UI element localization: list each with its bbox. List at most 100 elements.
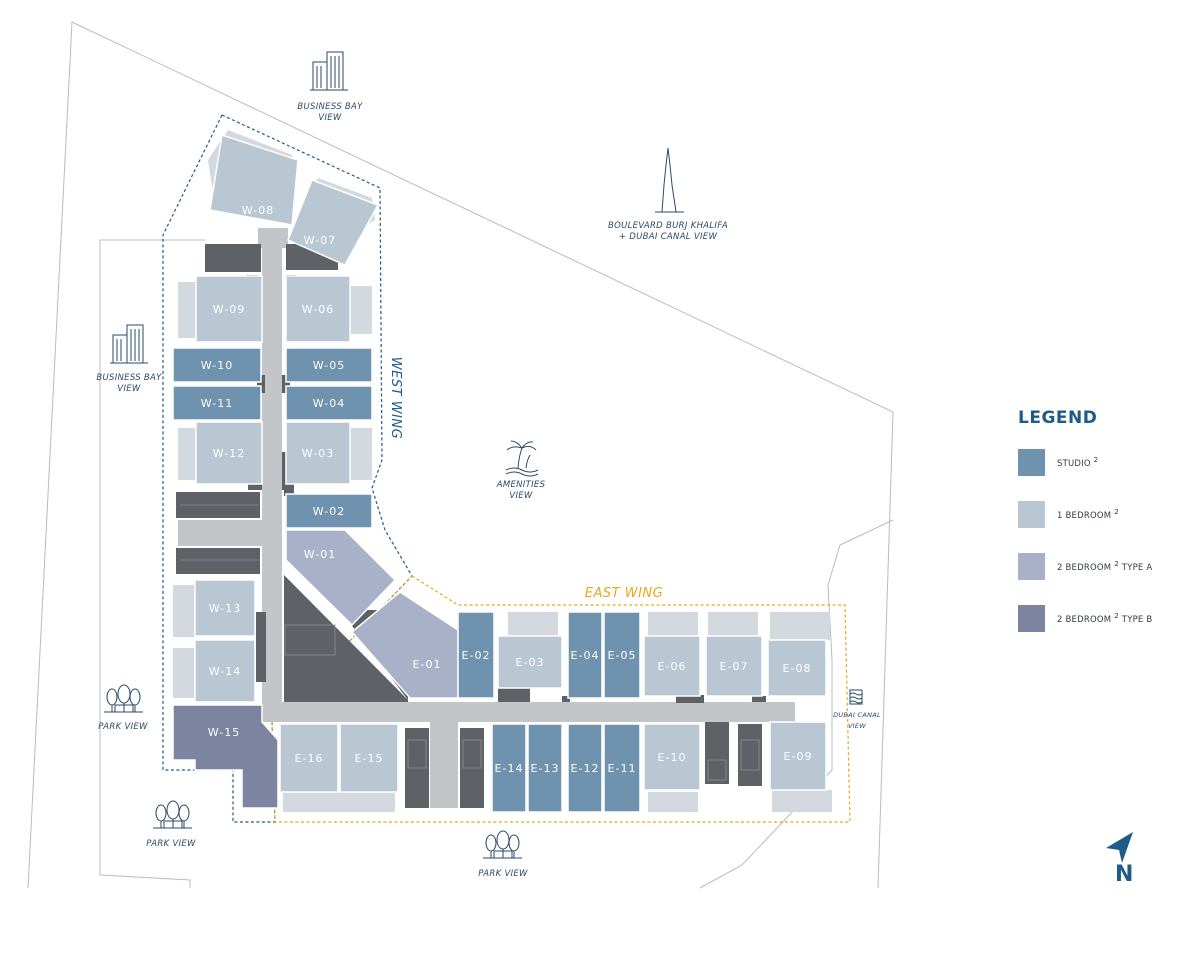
building-icon (310, 51, 348, 91)
unit-label: E-16 (295, 752, 324, 765)
unit-w-09[interactable] (195, 275, 263, 343)
corridors (178, 228, 795, 808)
unit-e-03[interactable] (497, 635, 563, 689)
west-wing-outline (162, 114, 413, 823)
view-label-park-bottom: PARK VIEW (478, 869, 528, 879)
unit-e-07[interactable] (705, 635, 763, 697)
view-label-business-bay-top: BUSINESS BAY (297, 102, 363, 112)
unit-label: E-14 (495, 762, 524, 775)
unit-w-06[interactable] (285, 275, 351, 343)
unit-w-12[interactable] (195, 421, 263, 485)
unit-label: W-07 (304, 234, 336, 247)
north-arrow-icon (1106, 832, 1133, 863)
unit-w-13[interactable] (194, 579, 256, 637)
unit-label: E-03 (516, 656, 545, 669)
unit-e-15[interactable] (339, 723, 399, 793)
unit-w-14[interactable] (194, 639, 256, 703)
tree-icon (153, 800, 192, 829)
unit-label: W-15 (208, 726, 240, 739)
unit-label: E-11 (608, 762, 637, 775)
legend-swatch (1018, 448, 1045, 476)
view-label-business-bay-left: VIEW (117, 384, 141, 394)
unit-w-10[interactable] (172, 347, 262, 383)
unit-label: E-12 (571, 762, 600, 775)
unit-label: E-07 (720, 660, 749, 673)
west-wing-label: WEST WING (388, 357, 403, 439)
unit-e-09[interactable] (769, 721, 827, 791)
legend-swatch (1018, 604, 1045, 632)
legend-item-1-bedroom: 1 BEDROOM 2 (1018, 500, 1188, 528)
unit-label: W-06 (302, 303, 334, 316)
unit-label: W-05 (313, 359, 345, 372)
legend-sup: 2 (1114, 559, 1119, 569)
unit-e-12[interactable] (567, 723, 603, 813)
view-label-burj: BOULEVARD BURJ KHALIFA (608, 221, 728, 231)
tree-icon (104, 684, 143, 713)
unit-w-15[interactable] (172, 704, 279, 809)
unit-w-01[interactable] (285, 529, 397, 627)
unit-label: E-04 (571, 649, 600, 662)
unit-label: W-13 (209, 602, 241, 615)
unit-label: W-03 (302, 447, 334, 460)
unit-e-02[interactable] (457, 611, 495, 699)
unit-w-11[interactable] (172, 385, 262, 421)
unit-w-03[interactable] (285, 421, 351, 485)
legend-swatch (1018, 552, 1045, 580)
unit-w-07[interactable] (287, 179, 380, 266)
core-details (180, 504, 760, 781)
legend-sup: 2 (1093, 455, 1099, 465)
unit-label: E-02 (462, 649, 491, 662)
unit-e-05[interactable] (603, 611, 641, 699)
unit-label: E-15 (355, 752, 384, 765)
legend-sup: 2 (1114, 611, 1119, 621)
legend-title: LEGEND (1018, 408, 1098, 428)
legend-item-2-bedroom-type-a: 2 BEDROOM 2 TYPE A (1018, 552, 1188, 580)
view-label-business-bay-left: BUSINESS BAY (96, 373, 162, 383)
legend-sup: 2 (1114, 507, 1119, 517)
legend-label: STUDIO (1057, 458, 1091, 469)
view-label-business-bay-top: VIEW (318, 113, 342, 123)
view-label-park-left: PARK VIEW (98, 722, 148, 732)
burj-khalifa-icon (655, 147, 684, 213)
unit-label: W-02 (313, 505, 345, 518)
view-label-park-left-low: PARK VIEW (146, 839, 196, 849)
legend-item-studio: STUDIO 2 (1018, 448, 1188, 476)
unit-e-14[interactable] (491, 723, 527, 813)
unit-e-06[interactable] (643, 635, 701, 697)
unit-label: W-09 (213, 303, 245, 316)
unit-w-02[interactable] (285, 493, 373, 529)
unit-e-04[interactable] (567, 611, 603, 699)
unit-label: W-04 (313, 397, 345, 410)
unit-label: E-08 (783, 662, 812, 675)
unit-label: W-08 (242, 204, 274, 217)
unit-e-13[interactable] (527, 723, 563, 813)
unit-label: E-10 (658, 751, 687, 764)
unit-e-11[interactable] (603, 723, 641, 813)
canal-water-icon (849, 689, 863, 705)
north-label: N (1115, 862, 1134, 887)
unit-e-08[interactable] (767, 639, 827, 697)
unit-label: W-10 (201, 359, 233, 372)
unit-label: E-06 (658, 660, 687, 673)
legend-item-2-bedroom-type-b: 2 BEDROOM 2 TYPE B (1018, 604, 1188, 632)
unit-w-04[interactable] (285, 385, 373, 421)
legend-suffix: TYPE B (1118, 614, 1153, 625)
unit-label: E-05 (608, 649, 637, 662)
unit-e-16[interactable] (279, 723, 339, 793)
legend-swatch (1018, 500, 1045, 528)
view-label-canal: DUBAI CANAL (833, 711, 881, 719)
view-label-burj: + DUBAI CANAL VIEW (619, 232, 718, 242)
palm-tree-icon (505, 440, 539, 477)
legend-label: 1 BEDROOM (1057, 510, 1112, 521)
view-label-canal: VIEW (848, 722, 866, 730)
unit-w-08[interactable] (209, 134, 299, 226)
view-label-amenities: VIEW (509, 491, 533, 501)
unit-w-05[interactable] (285, 347, 373, 383)
view-label-amenities: AMENITIES (496, 480, 546, 490)
unit-e-10[interactable] (643, 723, 701, 791)
legend-label: 2 BEDROOM (1057, 562, 1112, 573)
legend-suffix: TYPE A (1118, 562, 1153, 573)
